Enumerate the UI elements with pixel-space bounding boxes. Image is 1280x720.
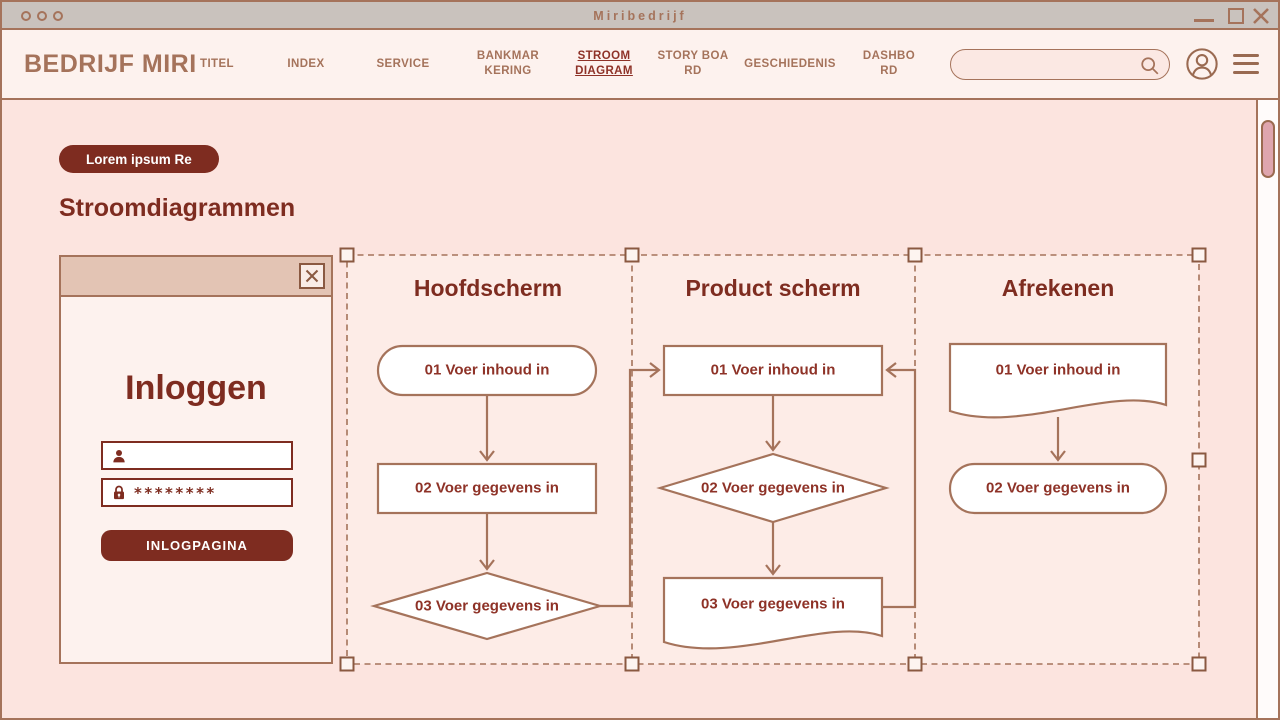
shape-decision[interactable] — [370, 571, 604, 641]
shape-document[interactable] — [948, 342, 1168, 419]
step-label: 02 Voer gegevens in — [701, 479, 845, 497]
shape-process[interactable] — [662, 344, 884, 397]
arrow-connector — [600, 368, 658, 608]
shape-decision[interactable] — [656, 452, 890, 524]
navbar: BEDRIJF MIRI TITEL INDEX SERVICE BANKMAR… — [2, 30, 1278, 100]
close-icon[interactable] — [1252, 7, 1270, 25]
account-icon[interactable] — [1185, 47, 1219, 81]
selection-handle[interactable] — [1191, 452, 1207, 468]
close-icon — [305, 269, 319, 283]
scrollbar-track[interactable] — [1256, 100, 1278, 718]
selection-handle[interactable] — [624, 247, 640, 263]
arrowhead-icon — [1050, 450, 1066, 462]
column-title-afrekenen: Afrekenen — [1001, 275, 1115, 301]
selection-handles — [339, 247, 1207, 672]
lorem-badge: Lorem ipsum Re — [59, 145, 219, 173]
brand-logo[interactable]: BEDRIJF MIRI — [24, 49, 197, 78]
menu-icon[interactable] — [1233, 54, 1259, 79]
search-box — [950, 49, 1170, 80]
person-icon — [113, 449, 125, 462]
shape-process[interactable] — [376, 462, 598, 515]
window-titlebar: Miribedrijf — [2, 2, 1278, 30]
page-title: Stroomdiagrammen — [59, 194, 296, 222]
traffic-light-buttons[interactable] — [21, 11, 63, 21]
column-title-product-scherm: Product scherm — [685, 275, 861, 301]
step-label: 01 Voer inhoud in — [710, 361, 836, 379]
search-input[interactable] — [951, 50, 1169, 79]
arrowhead-icon — [479, 450, 495, 462]
step-label: 02 Voer gegevens in — [986, 479, 1130, 497]
flow-connectors — [479, 362, 1066, 609]
selection-handle[interactable] — [1191, 656, 1207, 672]
username-field[interactable] — [101, 441, 293, 470]
password-field[interactable] — [101, 478, 293, 507]
flowchart-canvas[interactable]: Hoofdscherm Product scherm Afrekenen 01 … — [337, 247, 1212, 679]
login-window: Inloggen INLOGPAGINA — [59, 255, 333, 664]
nav-item-geschiedenis[interactable]: GESCHIEDENIS — [744, 57, 836, 70]
nav-item-stroomdiagram[interactable]: STROOM DIAGRAM — [575, 50, 633, 77]
search-icon[interactable] — [1139, 55, 1160, 76]
login-title: Inloggen — [125, 369, 267, 407]
step-label: 01 Voer inhoud in — [995, 361, 1121, 379]
step-label: 01 Voer inhoud in — [424, 361, 550, 379]
shape-document[interactable] — [662, 576, 884, 650]
column-title-hoofdscherm: Hoofdscherm — [413, 275, 563, 301]
nav-item-titel[interactable]: TITEL — [200, 57, 234, 70]
login-submit-button[interactable]: INLOGPAGINA — [101, 530, 293, 561]
password-input[interactable] — [134, 483, 274, 502]
nav-item-bankmarkering[interactable]: BANKMAR KERING — [476, 50, 540, 77]
lock-icon — [114, 485, 124, 500]
nav-item-storyboard[interactable]: STORY BOA RD — [657, 50, 729, 77]
nav-item-service[interactable]: SERVICE — [376, 57, 430, 70]
arrowhead-icon — [885, 362, 897, 378]
selection-handle[interactable] — [1191, 247, 1207, 263]
selection-handle[interactable] — [624, 656, 640, 672]
traffic-light-icon[interactable] — [21, 11, 31, 21]
scrollbar-thumb[interactable] — [1261, 120, 1275, 178]
selection-handle[interactable] — [907, 247, 923, 263]
window-title: Miribedrijf — [593, 9, 687, 23]
login-window-titlebar[interactable] — [61, 257, 331, 297]
username-input[interactable] — [134, 446, 274, 465]
selection-handle[interactable] — [339, 656, 355, 672]
arrowhead-icon — [765, 440, 781, 452]
arrow-connector — [882, 368, 917, 609]
shape-terminator[interactable] — [948, 462, 1168, 515]
login-close-button[interactable] — [299, 263, 325, 289]
nav-item-index[interactable]: INDEX — [287, 57, 325, 70]
arrowhead-icon — [649, 362, 661, 378]
step-label: 03 Voer gegevens in — [701, 595, 845, 613]
main-content: Lorem ipsum Re Stroomdiagrammen Inloggen — [2, 100, 1278, 718]
step-label: 02 Voer gegevens in — [415, 479, 559, 497]
step-label: 03 Voer gegevens in — [415, 597, 559, 615]
shape-terminator[interactable] — [376, 344, 598, 397]
arrowhead-icon — [765, 564, 781, 576]
arrowhead-icon — [479, 559, 495, 571]
selection-handle[interactable] — [339, 247, 355, 263]
nav-item-dashboard[interactable]: DASHBO RD — [862, 50, 916, 77]
maximize-icon[interactable] — [1228, 8, 1244, 24]
minimize-icon[interactable] — [1194, 19, 1214, 22]
traffic-light-icon[interactable] — [53, 11, 63, 21]
selection-handle[interactable] — [907, 656, 923, 672]
traffic-light-icon[interactable] — [37, 11, 47, 21]
